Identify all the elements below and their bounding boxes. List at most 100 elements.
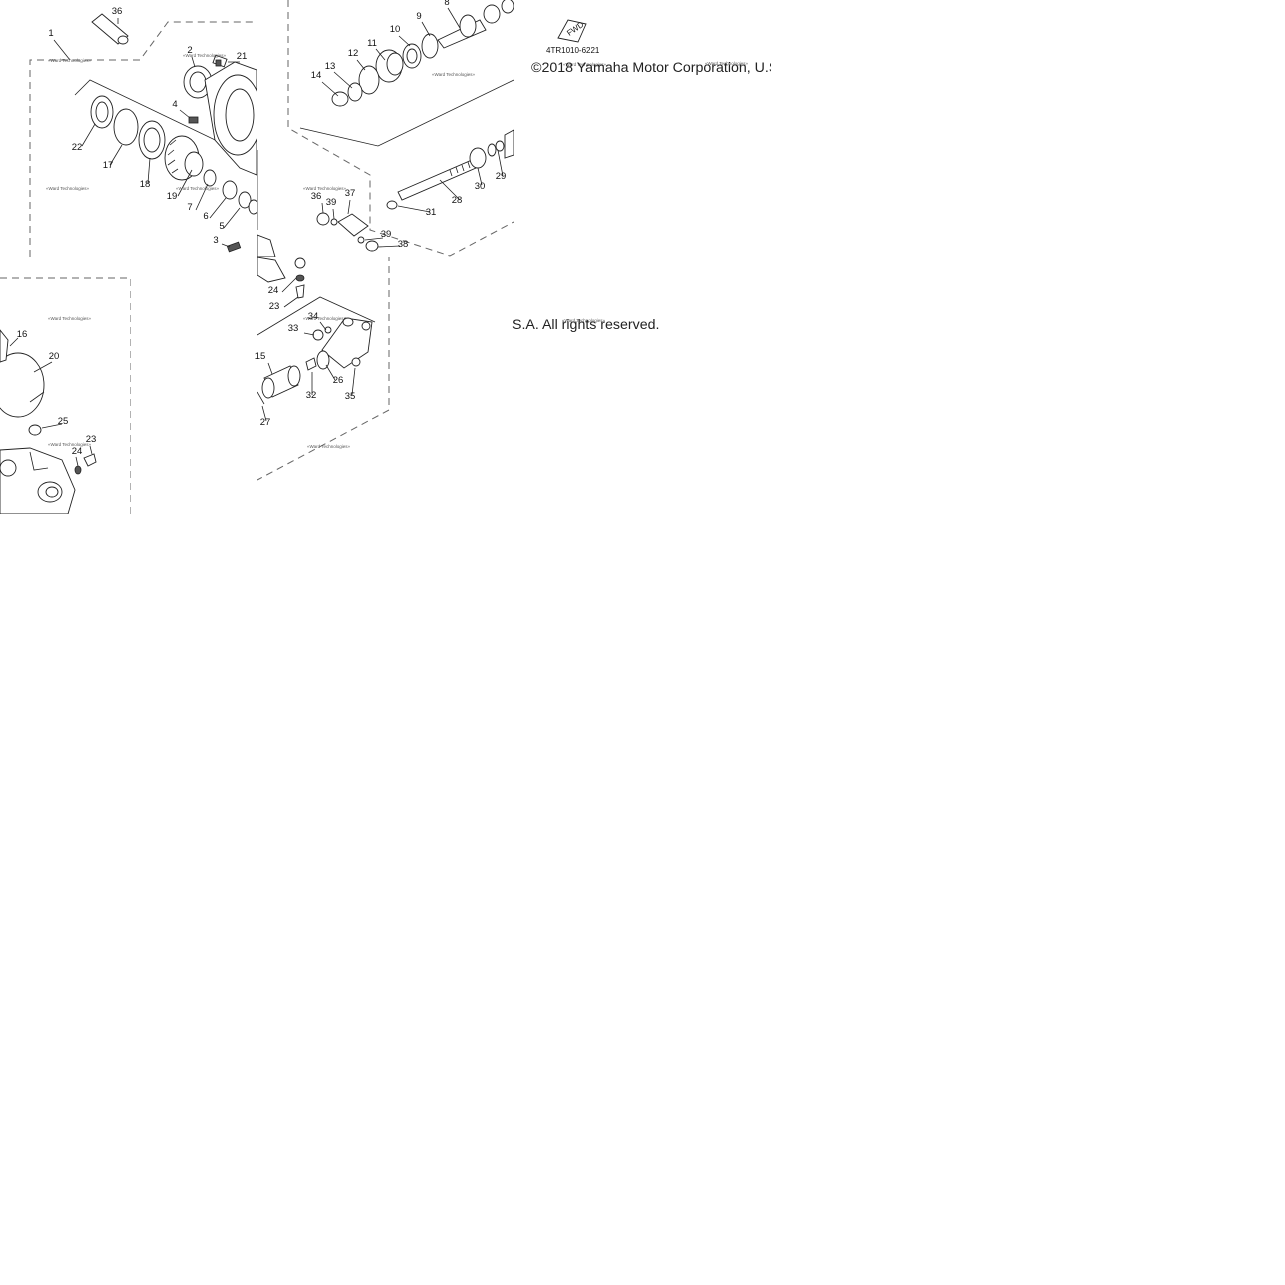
dashed-boundary bbox=[29, 21, 257, 257]
tile-top-middle bbox=[257, 0, 514, 257]
callout-9: 9 bbox=[416, 11, 421, 22]
callout-10: 10 bbox=[390, 24, 401, 35]
callout-36: 36 bbox=[112, 6, 123, 17]
bush-part bbox=[261, 365, 301, 399]
copyright-line-b: S.A. All rights reserved. bbox=[512, 317, 660, 333]
callout-14: 14 bbox=[311, 70, 322, 81]
callout-23: 23 bbox=[269, 301, 280, 312]
part-27 bbox=[257, 391, 265, 405]
callout-36: 36 bbox=[311, 191, 322, 202]
fwd-marker: FWD bbox=[557, 19, 587, 43]
svg-text:«Ward Technologies»: «Ward Technologies» bbox=[562, 318, 606, 323]
svg-text:«Ward Technologies»: «Ward Technologies» bbox=[176, 186, 220, 191]
housing-fragment-d bbox=[257, 257, 286, 283]
copyright-line-a: ©2018 Yamaha Motor Corporation, U.S bbox=[531, 60, 771, 76]
callout-21: 21 bbox=[237, 51, 248, 62]
part-33 bbox=[312, 329, 324, 341]
callout-32: 32 bbox=[306, 390, 317, 401]
diagram-code: 4TR1010-6221 bbox=[546, 46, 600, 55]
bolt-23 bbox=[83, 453, 97, 467]
dashed-boundary-b bbox=[287, 0, 514, 257]
callout-31: 31 bbox=[426, 207, 437, 218]
bolt-3 bbox=[226, 241, 242, 253]
spring-32 bbox=[305, 357, 317, 371]
svg-text:«Ward Technologies»: «Ward Technologies» bbox=[563, 62, 607, 67]
ring-parts bbox=[90, 95, 166, 160]
callout-39: 39 bbox=[326, 197, 337, 208]
part-16 bbox=[0, 329, 9, 363]
callout-27: 27 bbox=[260, 417, 271, 428]
part-34 bbox=[324, 326, 332, 334]
svg-text:«Ward Technologies»: «Ward Technologies» bbox=[46, 186, 90, 191]
callout-37: 37 bbox=[345, 188, 356, 199]
callout-35: 35 bbox=[345, 391, 356, 402]
watermarks: «Ward Technologies» «Ward Technologies» … bbox=[46, 53, 749, 449]
drive-shaft-part bbox=[397, 129, 514, 201]
tile-top-left bbox=[29, 13, 257, 257]
callout-15: 15 bbox=[255, 351, 266, 362]
circlip-31 bbox=[386, 200, 398, 210]
callout-3: 3 bbox=[213, 235, 218, 246]
o-ring-20 bbox=[0, 352, 45, 418]
callout-6: 6 bbox=[203, 211, 208, 222]
dashed-boundary-d bbox=[257, 257, 390, 481]
callout-7: 7 bbox=[187, 202, 192, 213]
callout-4: 4 bbox=[172, 99, 177, 110]
callout-16: 16 bbox=[17, 329, 28, 340]
callout-25: 25 bbox=[58, 416, 69, 427]
svg-text:«Ward Technologies»: «Ward Technologies» bbox=[48, 442, 92, 447]
callout-29: 29 bbox=[496, 171, 507, 182]
svg-text:«Ward Technologies»: «Ward Technologies» bbox=[705, 61, 749, 66]
callout-34: 34 bbox=[308, 311, 319, 322]
ring-26 bbox=[316, 350, 330, 370]
cap-25 bbox=[28, 424, 42, 436]
gear-part bbox=[164, 135, 204, 181]
bolt-4 bbox=[188, 116, 199, 124]
shaft-rings bbox=[331, 33, 439, 107]
washer-24 bbox=[74, 465, 82, 475]
svg-text:«Ward Technologies»: «Ward Technologies» bbox=[183, 53, 227, 58]
group-outline bbox=[74, 79, 257, 161]
callout-24: 24 bbox=[72, 446, 83, 457]
callout-5: 5 bbox=[219, 221, 224, 232]
callout-28: 28 bbox=[452, 195, 463, 206]
callout-33: 33 bbox=[288, 323, 299, 334]
callout-39: 39 bbox=[381, 229, 392, 240]
housing-fragment bbox=[257, 234, 276, 257]
callout-18: 18 bbox=[140, 179, 151, 190]
tile-left-lower bbox=[0, 277, 131, 514]
callout-12: 12 bbox=[348, 48, 359, 59]
svg-text:«Ward Technologies»: «Ward Technologies» bbox=[307, 444, 351, 449]
callout-13: 13 bbox=[325, 61, 336, 72]
pin-part bbox=[91, 13, 129, 45]
svg-text:«Ward Technologies»: «Ward Technologies» bbox=[303, 186, 347, 191]
tile-middle-lower bbox=[257, 257, 390, 481]
callout-20: 20 bbox=[49, 351, 60, 362]
callout-17: 17 bbox=[103, 160, 114, 171]
callout-26: 26 bbox=[333, 375, 344, 386]
bearing-parts bbox=[203, 169, 257, 215]
svg-text:«Ward Technologies»: «Ward Technologies» bbox=[48, 58, 92, 63]
callout-38: 38 bbox=[398, 239, 409, 250]
svg-text:«Ward Technologies»: «Ward Technologies» bbox=[303, 316, 347, 321]
bracket-part bbox=[321, 317, 373, 369]
callout-23: 23 bbox=[86, 434, 97, 445]
seal-part bbox=[183, 65, 213, 99]
svg-text:«Ward Technologies»: «Ward Technologies» bbox=[432, 72, 476, 77]
callout-22: 22 bbox=[72, 142, 83, 153]
bolt-part bbox=[212, 54, 228, 68]
lower-housing-part bbox=[0, 447, 76, 514]
callout-numbers: 3612214221718197653891011121314302928313… bbox=[17, 0, 507, 457]
callout-30: 30 bbox=[475, 181, 486, 192]
callout-1: 1 bbox=[48, 28, 53, 39]
pinion-shaft-part bbox=[437, 0, 514, 49]
housing-part bbox=[204, 61, 257, 176]
bolt-23b bbox=[295, 284, 305, 299]
universal-joint-part bbox=[316, 212, 379, 252]
svg-text:«Ward Technologies»: «Ward Technologies» bbox=[48, 316, 92, 321]
callout-24: 24 bbox=[268, 285, 279, 296]
callout-2: 2 bbox=[187, 45, 192, 56]
washer-24b bbox=[295, 274, 305, 282]
